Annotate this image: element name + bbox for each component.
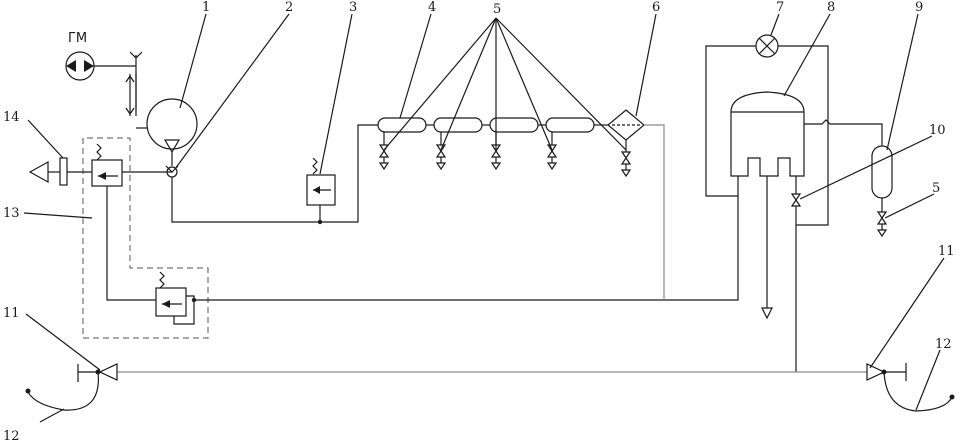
exhaust-silencer	[28, 157, 92, 186]
callout-11-left: 11	[3, 306, 20, 321]
callout-4: 4	[428, 0, 436, 15]
pressure-regulator	[82, 137, 209, 339]
safety-valve	[306, 157, 336, 206]
engine-label: ГМ	[68, 31, 87, 46]
callout-9: 9	[915, 0, 923, 15]
callout-3: 3	[349, 0, 357, 15]
engine-symbol	[65, 51, 146, 129]
callout-10: 10	[929, 123, 946, 138]
callout-2: 2	[285, 0, 293, 15]
left-coupling-valve	[25, 363, 118, 411]
pressure-gauge	[755, 34, 779, 58]
callout-5: 5	[493, 2, 501, 17]
callout-11-right: 11	[938, 244, 955, 259]
unloader-valve	[155, 271, 197, 325]
callout-8: 8	[827, 0, 835, 15]
callout-6: 6	[652, 0, 660, 15]
drain-valve	[790, 176, 802, 372]
callout-5-right: 5	[932, 181, 940, 196]
receiver-tank-2	[433, 117, 483, 171]
air-filter	[607, 109, 645, 178]
receiver-tank-1	[377, 117, 427, 171]
right-coupling-valve	[866, 363, 955, 412]
receiver-tank-4	[545, 117, 595, 171]
auxiliary-reservoir	[871, 145, 893, 238]
callout-7: 7	[776, 0, 784, 15]
callout-14: 14	[3, 110, 20, 125]
leader-lines	[23, 13, 945, 423]
callout-12-left: 12	[3, 429, 20, 444]
callout-12-right: 12	[935, 337, 952, 352]
callout-13: 13	[3, 206, 20, 221]
main-air-tank	[730, 91, 805, 320]
gauge-line	[705, 45, 756, 197]
callout-1: 1	[202, 0, 210, 15]
compressor	[146, 98, 198, 166]
receiver-tank-3	[489, 117, 539, 171]
filter-outlet-line	[644, 124, 665, 300]
control-line	[194, 173, 739, 301]
compressor-discharge-line	[171, 124, 378, 223]
